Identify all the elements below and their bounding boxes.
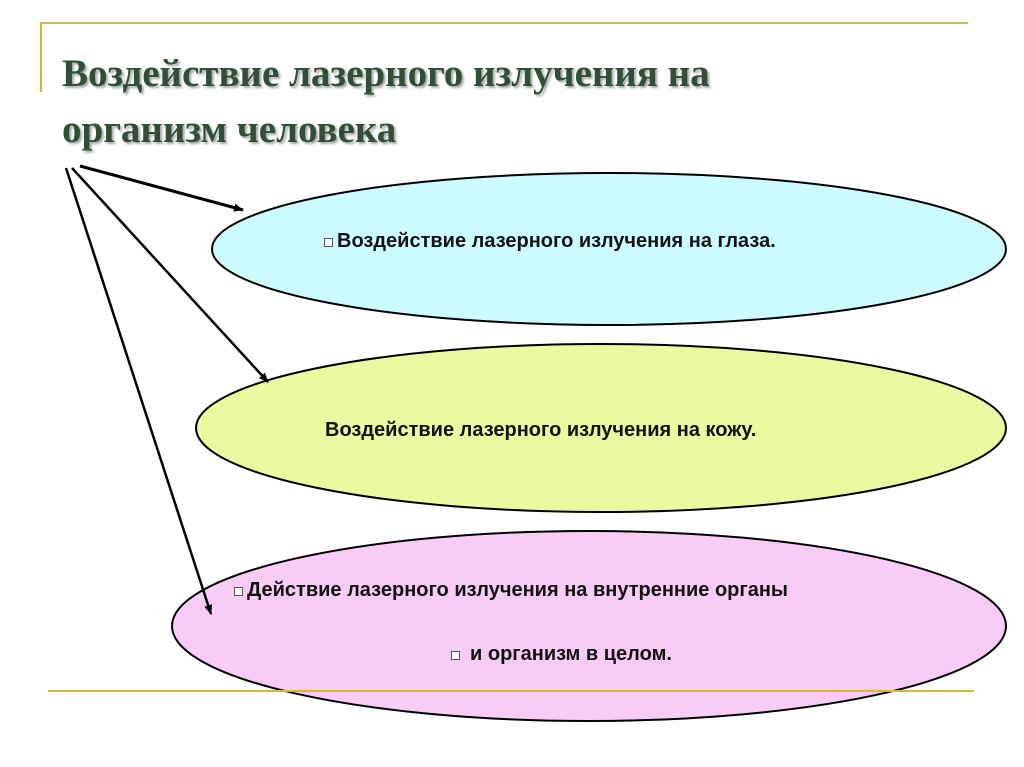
title-line-2: организм человека [62,108,397,151]
top-rule [40,22,968,24]
oval-eyes [211,172,1007,326]
oval-internal-organs [171,530,1007,722]
oval-skin-label: Воздействие лазерного излучения на кожу. [325,419,756,442]
bottom-rule [48,690,974,692]
oval-organs-text-2: и организм в целом. [470,643,672,665]
oval-skin-text: Воздействие лазерного излучения на кожу. [325,419,757,441]
arrow-to-eyes [79,164,244,212]
oval-eyes-text: Воздействие лазерного излучения на глаза… [337,230,776,252]
oval-organs-label-line2: и организм в целом. [451,643,672,666]
square-bullet-icon [324,238,333,247]
square-bullet-icon [451,651,460,660]
oval-organs-text-1: Действие лазерного излучения на внутренн… [247,579,789,601]
oval-eyes-label: Воздействие лазерного излучения на глаза… [324,230,776,253]
title-line-1: Воздействие лазерного излучения на [62,52,710,95]
oval-organs-label-line1: Действие лазерного излучения на внутренн… [234,579,788,602]
oval-skin [195,343,1007,513]
arrow-to-internal-organs [64,167,213,615]
left-rule [40,22,42,92]
page-title: Воздействие лазерного излучения на орган… [62,46,962,158]
arrow-to-skin [71,167,269,383]
square-bullet-icon [234,587,243,596]
